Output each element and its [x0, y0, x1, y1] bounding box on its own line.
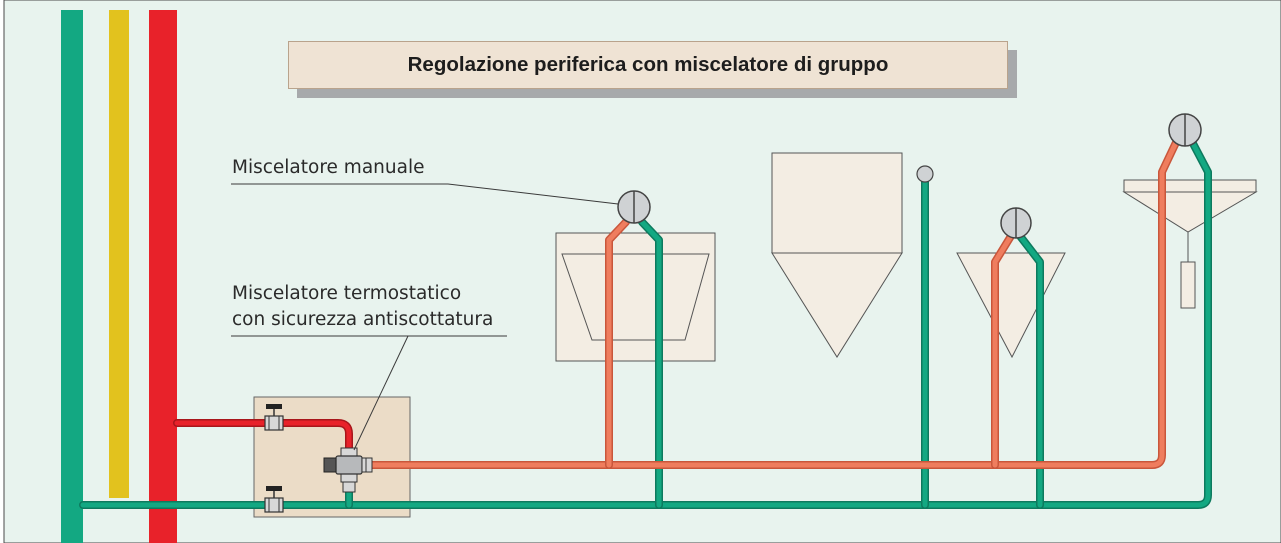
hot-shutoff-valve — [264, 404, 284, 431]
hot-water-riser — [149, 10, 177, 543]
shower-fixture — [1122, 179, 1258, 309]
thermostatic-mixer-label-line2: con sicurezza antiscottatura — [232, 309, 494, 330]
thermostatic-mixer-valve — [323, 447, 373, 493]
manual-mixer-shower — [1168, 113, 1202, 147]
washbasin-fixture — [555, 232, 716, 362]
thermostatic-mixer-label-line1: Miscelatore termostatico — [232, 283, 462, 304]
title-box: Regolazione periferica con miscelatore d… — [288, 41, 1008, 89]
bidet-fixture — [771, 152, 903, 358]
cold-water-riser — [61, 10, 83, 543]
manual-mixer-label: Miscelatore manuale — [232, 157, 425, 178]
thermostatic-mixer-leader — [353, 335, 409, 451]
manual-mixer-washbasin — [617, 190, 651, 224]
recirculation-riser — [109, 10, 129, 498]
label-leader-lines — [231, 183, 619, 451]
cold-shutoff-valve — [264, 486, 284, 513]
bidet-tap-knob — [916, 165, 934, 183]
diagram-title: Regolazione periferica con miscelatore d… — [407, 53, 889, 76]
mixed-water-network — [368, 130, 1184, 469]
manual-mixer-sink — [1000, 207, 1032, 239]
manual-mixer-leader — [231, 183, 619, 205]
hot-water-branch — [173, 419, 353, 456]
